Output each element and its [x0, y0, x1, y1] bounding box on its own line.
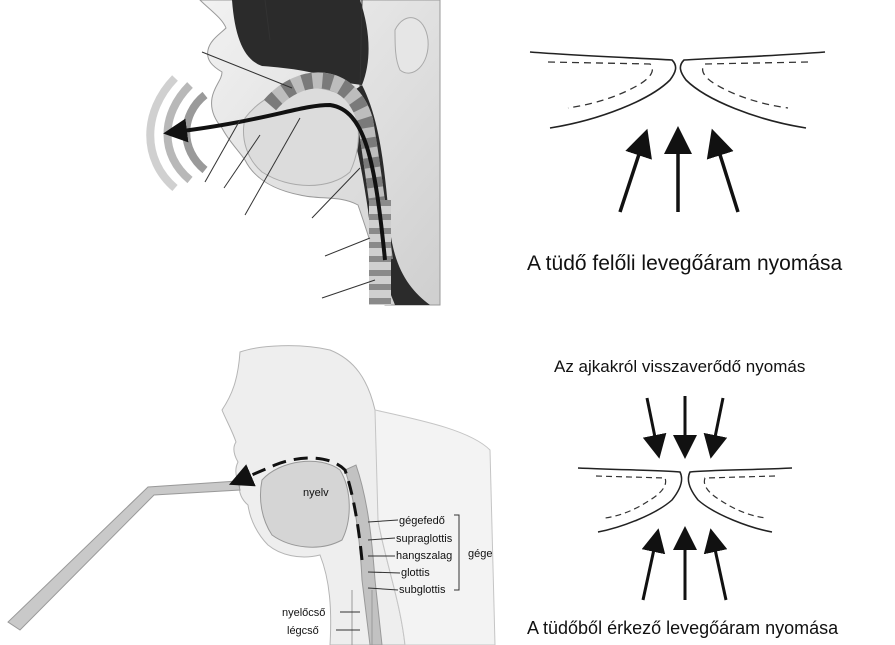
straw-phonation-illustration	[8, 346, 495, 645]
label-tongue: nyelv	[303, 487, 329, 499]
lung-pressure-arrows	[620, 140, 738, 212]
lung-pressure-caption: A tüdő felőli levegőáram nyomása	[527, 252, 843, 275]
vocal-tract-illustration	[150, 0, 440, 305]
label-vocal-fold: hangszalag	[396, 550, 452, 562]
label-epiglottis: gégefedő	[399, 515, 445, 527]
label-supraglottis: supraglottis	[396, 533, 453, 545]
vocal-folds-top	[530, 52, 825, 128]
lip-pressure-arrows	[647, 396, 723, 447]
label-glottis: glottis	[401, 567, 430, 579]
label-subglottis: subglottis	[399, 584, 446, 596]
lung-airflow-caption: A tüdőből érkező levegőáram nyomása	[527, 618, 839, 638]
lip-pressure-caption: Az ajkakról visszaverődő nyomás	[554, 357, 805, 376]
lung-pressure-arrows-bottom	[643, 538, 726, 600]
label-larynx: gége	[468, 548, 492, 560]
label-esophagus: nyelőcső	[282, 607, 325, 619]
vocal-folds-bottom	[578, 468, 792, 532]
label-trachea: légcső	[287, 625, 319, 637]
